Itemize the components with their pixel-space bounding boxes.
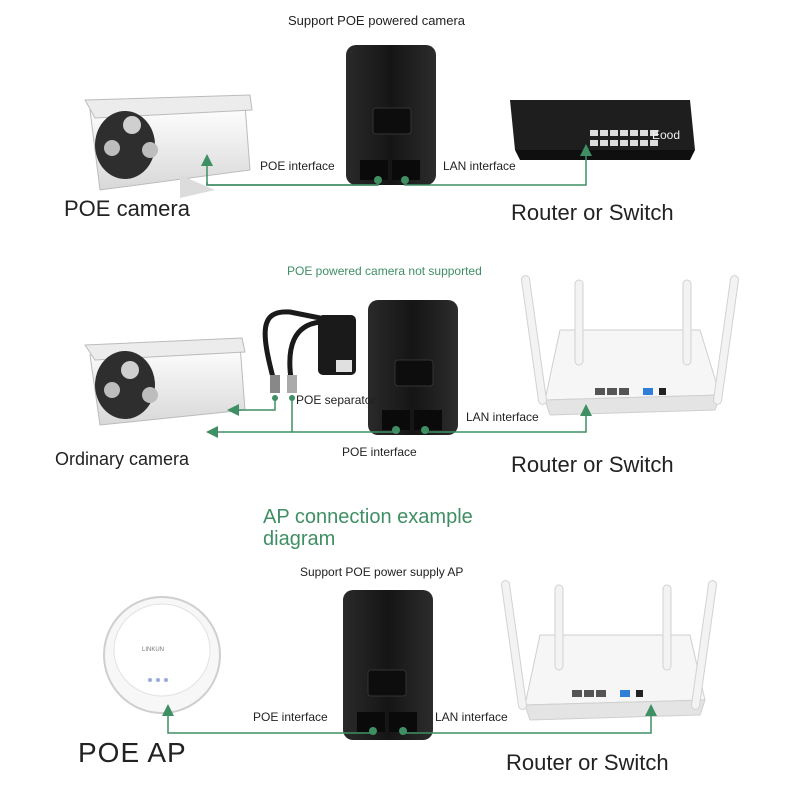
poe-ap-label: POE AP [78, 737, 187, 768]
router-image-3 [501, 580, 717, 721]
poe-separator-label: POE separator [296, 393, 376, 407]
ap-brand-text: LINKUN [142, 647, 165, 653]
section3-lan-interface-label: LAN interface [435, 710, 508, 724]
section3-poe-interface-label: POE interface [253, 710, 328, 724]
section2-lan-interface-label: LAN interface [466, 410, 539, 424]
poe-splitter-image [262, 309, 356, 393]
poe-camera-image [84, 94, 253, 198]
section2-router-label: Router or Switch [511, 452, 674, 477]
section1-lan-interface-label: LAN interface [443, 159, 516, 173]
section1-heading: Support POE powered camera [288, 13, 466, 28]
section3-heading: Support POE power supply AP [300, 565, 464, 579]
poe-injector-2 [368, 300, 458, 435]
section2-poe-interface-label: POE interface [342, 445, 417, 459]
poe-injector-1 [346, 45, 436, 185]
network-switch-image [510, 100, 695, 160]
ordinary-camera-label: Ordinary camera [55, 449, 190, 469]
ordinary-camera-image [84, 337, 246, 426]
section3-router-label: Router or Switch [506, 750, 669, 775]
switch-overlay-text: Eood [652, 128, 681, 142]
poe-ap-image [103, 596, 221, 714]
poe-injector-3 [343, 590, 433, 740]
ap-diagram-title: AP connection example diagram [263, 506, 473, 550]
section1-router-label: Router or Switch [511, 200, 674, 225]
section2-heading: POE powered camera not supported [287, 264, 482, 278]
router-image-2 [521, 275, 739, 416]
section1-poe-interface-label: POE interface [260, 159, 335, 173]
poe-camera-label: POE camera [64, 196, 190, 221]
